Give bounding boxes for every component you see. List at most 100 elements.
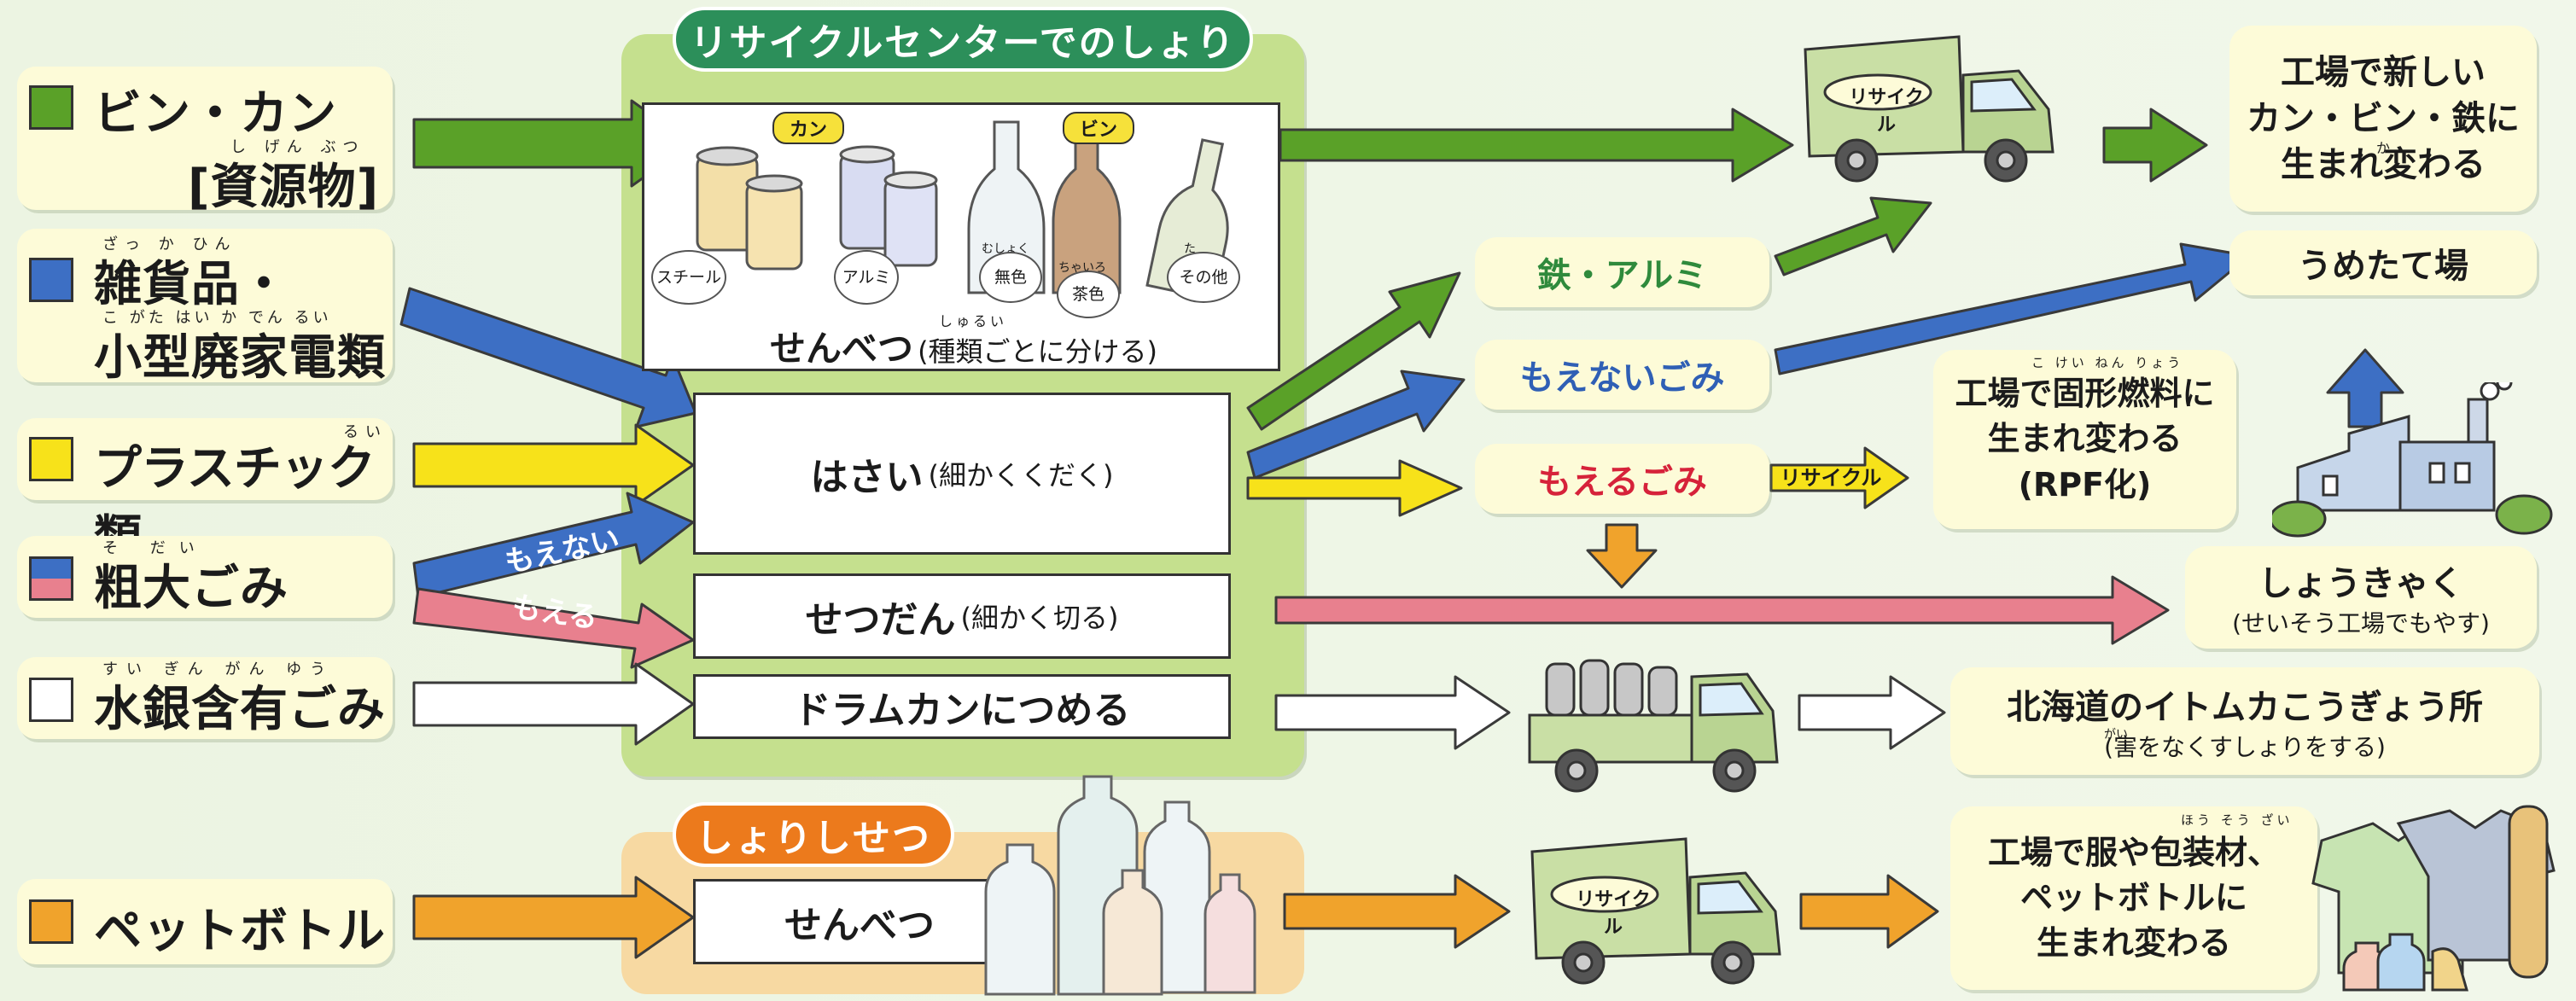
steel-label: スチール [651,250,726,305]
sorting-main: せんべつ [769,328,913,370]
arrow-plastic [412,423,695,507]
other-bottle-label: その他 [1167,252,1240,303]
arrow-zakka [399,287,697,428]
bin-kan-furigana: し げん ぶつ [230,138,365,156]
arrow-drum-out [1274,675,1511,750]
incineration-plant-illustration [2272,382,2553,538]
sodai-label: 粗大ごみ [94,561,288,616]
category-zakka: ざっ か ひん 雑貨品・ こ がた はい か でん るい 小型廃家電類 [17,229,393,386]
arrow-truck-to-pet-result [1799,874,1939,949]
arrow-to-moenai [1246,370,1466,480]
moenai-box: もえないごみ [1475,340,1769,410]
arrow-suigin [412,662,695,746]
brown-bottle [1052,116,1122,294]
zakka-color-square [29,258,73,302]
truck-pet-label: リサイクル [1576,889,1651,938]
zakka-label-2: 小型廃家電類 [94,330,386,386]
incineration-box: しょうきゃく (せいそう工場でもやす) [2185,546,2537,649]
rpf-furigana: こ けい ねん りょう [2031,355,2184,370]
pet-label: ペットボトル [94,904,386,959]
arrow-moeru-recycle [1769,446,1909,509]
bin-kan-label: ビン・カン [94,86,337,142]
sodai-color-square [29,556,73,601]
moeru-box: もえるごみ [1475,444,1769,514]
pet-sorting-box: せんべつ [693,879,1026,964]
arrow-factory-up [2326,348,2404,428]
bin-kan-color-square [29,85,73,130]
new-products-furigana: か [2376,140,2391,156]
category-bin-kan: ビン・カン し げん ぶつ [資源物] [17,67,393,215]
pet-result-box: 工場で服や包装材、 ペットボトルに 生まれ変わる [1950,806,2317,990]
truck-top-label: リサイクル [1849,87,1924,136]
pet-bottles-illustration [984,775,1256,996]
arrow-moeru-down [1586,523,1658,589]
brown-bottle-label: 茶色 [1057,271,1120,318]
sorting-furigana: しゅるい [939,313,1008,329]
clothes-and-packaging-illustration [2311,805,2556,992]
arrow-sodai-moenai [412,492,695,599]
arrow-truck-to-hokkaido [1798,675,1946,750]
arrow-tetsu-to-truck [1774,196,1932,276]
category-suigin: すい ぎん がん ゆう 水銀含有ごみ [17,657,393,739]
pet-result-line-3: 生まれ変わる [2036,924,2231,963]
arrow-moenai-to-landfill [1774,242,2251,375]
suigin-label: 水銀含有ごみ [94,682,386,737]
crush-main: はさい [810,456,924,499]
crush-paren: (細かくくだく) [928,459,1114,492]
cut-box: せつだん (細かく切る) [693,573,1231,659]
tetsu-alumi-box: 鉄・アルミ [1475,237,1769,307]
hokkaido-furigana: がい [2104,728,2128,742]
arrow-pet-out [1283,874,1511,949]
rpf-box: 工場で固形燃料に 生まれ変わる (RPF化) [1933,350,2236,529]
arrow-sorting-out [1279,108,1794,183]
hokkaido-sub: (害をなくすしょりをする) [2104,733,2386,761]
arrow-sodai-moeru [412,587,695,669]
sorting-label: せんべつ (種類ごとに分ける) [644,320,1283,372]
crush-box: はさい (細かくくだく) [693,393,1231,555]
pet-result-line-2: ペットボトルに [2019,878,2247,917]
arrow-to-moeru [1246,459,1463,517]
aluminum-can-2 [883,178,938,267]
clear-bottle-label: 無色 [979,252,1042,303]
category-pet: ペットボトル [17,879,393,964]
cut-paren: (細かく切る) [960,602,1119,634]
recycle-center-title: リサイクルセンターでのしょり [673,7,1253,72]
steel-can-2 [745,182,803,271]
pet-result-line-1: 工場で服や包装材、 [1987,833,2280,871]
new-products-line-1: 工場で新しい [2281,53,2486,92]
aluminum-label: アルミ [834,250,899,305]
drum-main: ドラムカンにつめる [793,689,1131,732]
zakka-furigana-1: ざっ か ひん [102,236,237,253]
sorting-paren: (種類ごとに分ける) [918,335,1158,368]
landfill-box: うめたて場 [2229,230,2537,295]
incineration-sub: (せいそう工場でもやす) [2232,609,2490,637]
suigin-color-square [29,678,73,722]
arrow-to-tetsu [1246,271,1461,431]
arrow-pet [412,876,695,959]
zakka-furigana-2: こ がた はい か でん るい [102,309,332,327]
category-sodai: そ だい 粗大ごみ [17,536,393,618]
drum-truck [1528,659,1779,793]
rpf-line-1: 工場で固形燃料に [1955,375,2215,413]
plastic-furigana: るい [343,423,388,441]
pet-color-square [29,899,73,944]
pet-result-furigana: ほう そう ざい [2181,812,2293,828]
recycle-truck-pet [1530,837,1781,985]
hokkaido-label: 北海道のイトムカこうぎょう所 [2007,688,2483,727]
recycle-tag: リサイクル [1780,466,1882,490]
pet-facility-title: しょりしせつ [673,802,954,867]
zakka-label-1: 雑貨品・ [94,257,288,312]
recycle-truck-top [1804,35,2054,183]
clear-bottle [967,120,1046,294]
new-products-line-3: 生まれ変わる [2281,145,2486,184]
cut-main: せつだん [805,598,956,642]
hokkaido-box: 北海道のイトムカこうぎょう所 (害をなくすしょりをする) [1950,667,2539,775]
sorting-box: カン ビン スチール アルミ むしょく 無色 ちゃいろ 茶色 た その他 しゅる… [642,102,1280,371]
incineration-label: しょうきゃく [2258,564,2463,603]
kan-tag: カン [772,112,844,144]
plastic-color-square [29,437,73,481]
arrow-truck-to-factory [2102,108,2208,183]
new-products-line-2: カン・ビン・鉄に [2247,99,2520,138]
rpf-line-2: 生まれ変わる [1987,420,2183,458]
new-products-box: 工場で新しい カン・ビン・鉄に 生まれ変わる [2229,26,2537,212]
